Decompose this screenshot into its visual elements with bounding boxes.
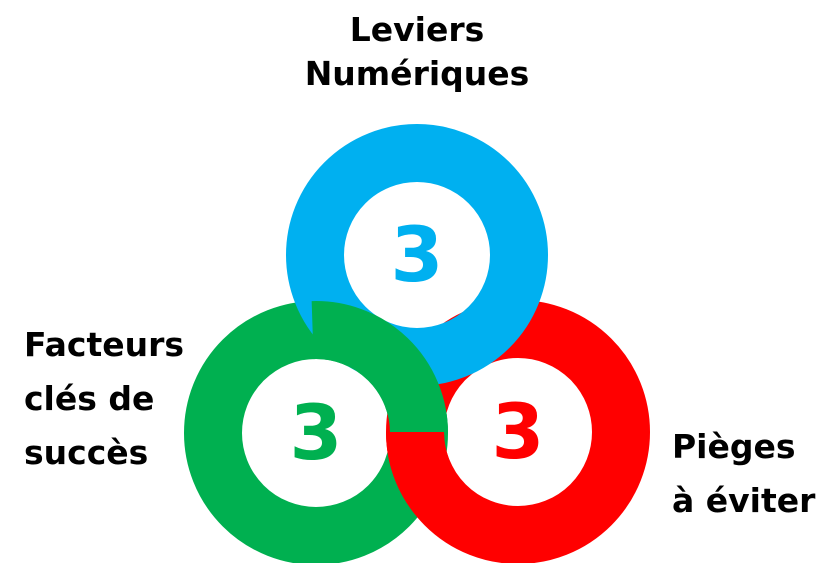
label-line: Pièges [672, 427, 796, 466]
left-ring-value: 3 [290, 388, 343, 477]
label-line: Facteurs [24, 325, 185, 364]
label-facteurs-cles: Facteurs clés de succès [24, 318, 184, 480]
label-line: à éviter [672, 481, 816, 520]
label-line: succès [24, 433, 149, 472]
top-ring-value: 3 [391, 210, 444, 299]
label-line: Leviers [349, 10, 485, 49]
label-leviers-numeriques: Leviers Numériques [0, 8, 834, 96]
right-ring-value: 3 [492, 387, 545, 476]
label-line: clés de [24, 379, 155, 418]
green-ring-overlap [311, 301, 448, 435]
label-line: Numériques [304, 54, 530, 93]
red-ring-overlap [386, 430, 455, 500]
label-pieges-a-eviter: Pièges à éviter [672, 420, 815, 528]
